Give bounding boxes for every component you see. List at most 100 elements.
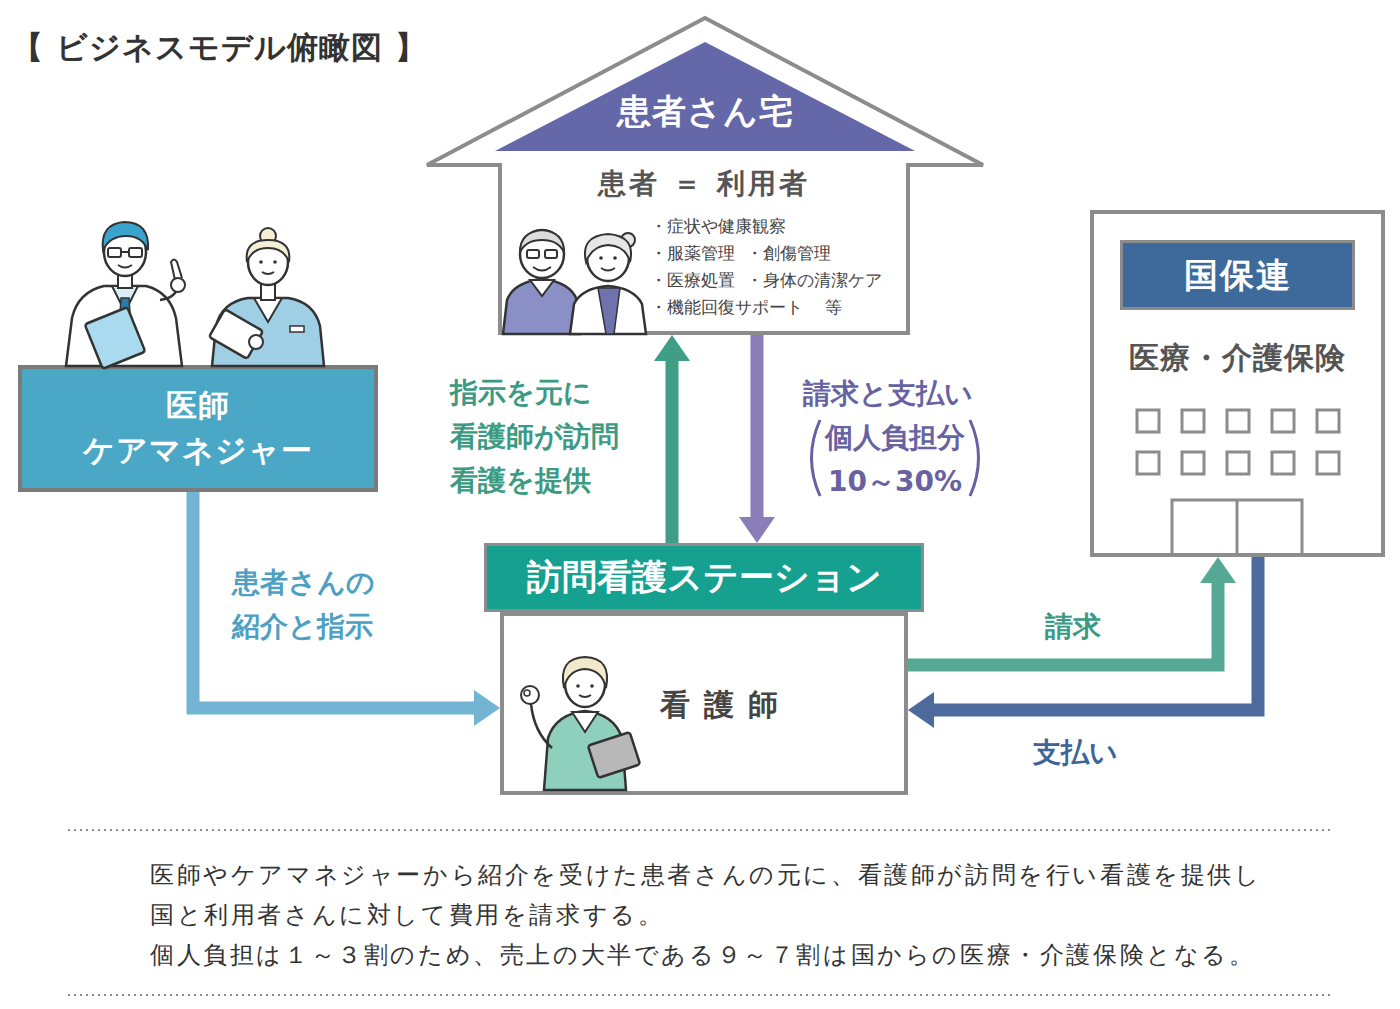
hair [520, 230, 564, 252]
arm [531, 704, 552, 748]
collar [572, 712, 598, 732]
referrer-box: 医師 ケアマネジャー [18, 365, 378, 492]
sweater [503, 279, 580, 334]
node-body-text: 看護師 [660, 687, 792, 723]
arrow-line [908, 581, 1218, 665]
edge-label: 請求 [1045, 605, 1135, 649]
node-label: 医師 ケアマネジャー [22, 383, 374, 473]
ok-sign [524, 690, 530, 696]
edge-label: 患者さんの 紹介と指示 [232, 561, 432, 649]
collar [254, 298, 282, 322]
house-outline-path [427, 18, 983, 333]
head [248, 239, 288, 285]
node-subheading: 医療・介護保険 [1094, 340, 1381, 376]
flow-arrow [193, 492, 500, 726]
care-manager-figure [209, 228, 324, 366]
head [565, 661, 605, 707]
nurse-figure [521, 657, 640, 790]
station-node: 訪問看護ステーション看護師 [500, 543, 908, 795]
tablet [588, 732, 640, 778]
window [1227, 410, 1249, 432]
mouth [533, 267, 551, 271]
arrow-line [193, 492, 476, 708]
arrow-head [908, 692, 934, 728]
hair [103, 222, 148, 250]
hair [247, 240, 290, 262]
collar [112, 286, 138, 312]
eye [273, 260, 277, 264]
glasses [527, 250, 539, 258]
clipboard [85, 307, 146, 369]
hand [171, 278, 185, 292]
window [1272, 452, 1294, 474]
edge-label: 請求と支払い [803, 372, 1003, 416]
eye [613, 256, 617, 260]
finger [171, 260, 182, 281]
bullet-item: ・機能回復サポート 等 [650, 295, 842, 319]
share-note: 個人負担分 10～30% [815, 416, 975, 504]
bullet-item: ・服薬管理 ・創傷管理 [650, 241, 831, 265]
head [587, 235, 629, 281]
window [1182, 452, 1204, 474]
mouth [118, 265, 132, 268]
mouth [579, 695, 591, 697]
arrow-head [739, 517, 775, 543]
node-subheading: 患者 ＝ 利用者 [500, 167, 908, 201]
arrow-line [751, 335, 764, 519]
glasses-bridge [121, 251, 129, 253]
bracket [970, 420, 979, 496]
collar [530, 280, 554, 296]
hair-bun [260, 228, 276, 244]
house-node: 患者さん宅患者 ＝ 利用者・症状や健康観察・服薬管理 ・創傷管理・医療処置 ・身… [425, 15, 985, 335]
flow-arrow [654, 335, 690, 543]
diagram-title: 【 ビジネスモデル俯瞰図 】 [12, 27, 427, 67]
bullet-item: ・医療処置 ・身体の清潔ケア [650, 268, 882, 292]
dotted-rule [68, 994, 1330, 996]
ok-hand [521, 686, 539, 704]
window [1317, 410, 1339, 432]
window [1137, 452, 1159, 474]
node-heading: 訪問看護ステーション [484, 543, 924, 612]
glasses [129, 248, 142, 257]
window [1317, 452, 1339, 474]
arrow-head [1200, 557, 1236, 583]
elderly-man-figure [503, 230, 580, 334]
door-split [1236, 500, 1239, 555]
uniform [212, 298, 324, 366]
eye [576, 684, 580, 688]
cardigan [570, 286, 646, 334]
hair [563, 657, 607, 688]
diagram-caption: 医師やケアマネジャーから紹介を受けた患者さんの元に、看護師が訪問を行い看護を提供… [150, 855, 1330, 975]
flow-arrow [908, 557, 1236, 665]
scrubs [544, 711, 626, 790]
neck [118, 270, 132, 288]
elderly-woman-figure [570, 233, 646, 334]
hand [249, 335, 263, 349]
edge-label: 指示を元に 看護師が訪問 看護を提供 [450, 371, 650, 503]
bracket [812, 420, 821, 496]
arrow-line [666, 359, 679, 543]
window [1227, 452, 1249, 474]
arrow-head [474, 690, 500, 726]
edge-label: 支払い [1033, 731, 1143, 775]
head [520, 230, 564, 278]
arrow-head [654, 335, 690, 361]
building-details [1137, 410, 1339, 555]
coat [66, 286, 182, 366]
doctor-figure [66, 222, 185, 369]
window [1137, 410, 1159, 432]
bullet-item: ・症状や健康観察 [650, 214, 786, 238]
flow-arrow [739, 335, 775, 543]
node-heading: 国保連 [1120, 240, 1355, 310]
dotted-rule [68, 829, 1330, 831]
arrow-line [932, 557, 1258, 710]
neck [261, 280, 275, 300]
eye [599, 256, 603, 260]
flow-arrow [908, 557, 1258, 728]
hair-bun [621, 233, 635, 247]
glasses [545, 250, 557, 258]
